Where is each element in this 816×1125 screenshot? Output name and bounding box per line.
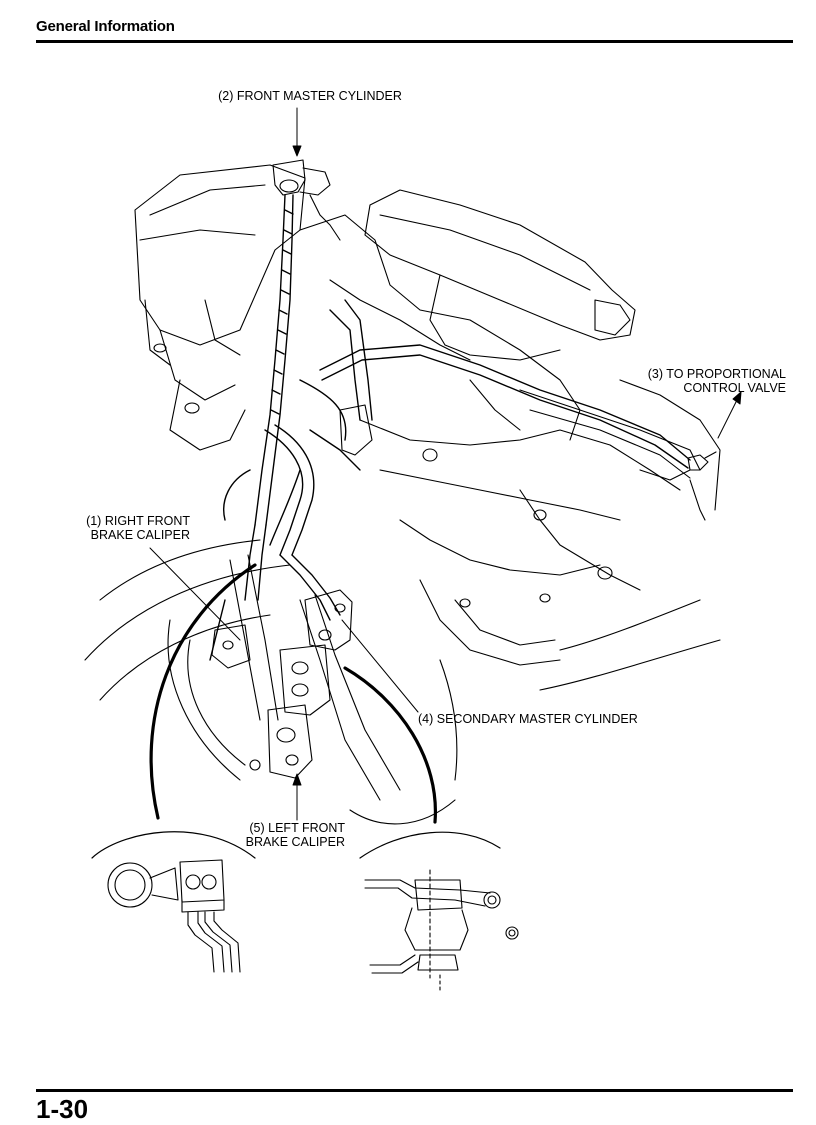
secondary-master-cylinder-part [304,404,373,651]
left-detail-inset [91,831,256,973]
page-header-title: General Information [36,18,175,35]
brake-hoses [209,194,691,661]
footer-rule [36,1089,793,1092]
page-number: 1-30 [36,1094,89,1124]
callout-front-master-cylinder: (2) FRONT MASTER CYLINDER [218,89,402,103]
callout-leaders [149,107,742,821]
left-front-caliper-part [249,644,331,779]
callout-right-front-brake-caliper: (1) RIGHT FRONT BRAKE CALIPER [86,514,190,542]
engine-frame-outline [134,164,721,691]
callout-proportional-control-valve: (3) TO PROPORTIONAL CONTROL VALVE [647,367,786,395]
detail-arcs [149,563,438,824]
right-front-caliper-part [211,624,251,669]
callout-left-front-brake-caliper: (5) LEFT FRONT BRAKE CALIPER [245,821,345,849]
proportional-control-valve-fitting [687,451,717,471]
callout-secondary-master-cylinder: (4) SECONDARY MASTER CYLINDER [418,712,638,726]
right-detail-inset [359,831,519,991]
header-rule [36,40,793,43]
front-master-cylinder-part [272,159,341,241]
front-wheel-and-fork [84,539,458,825]
